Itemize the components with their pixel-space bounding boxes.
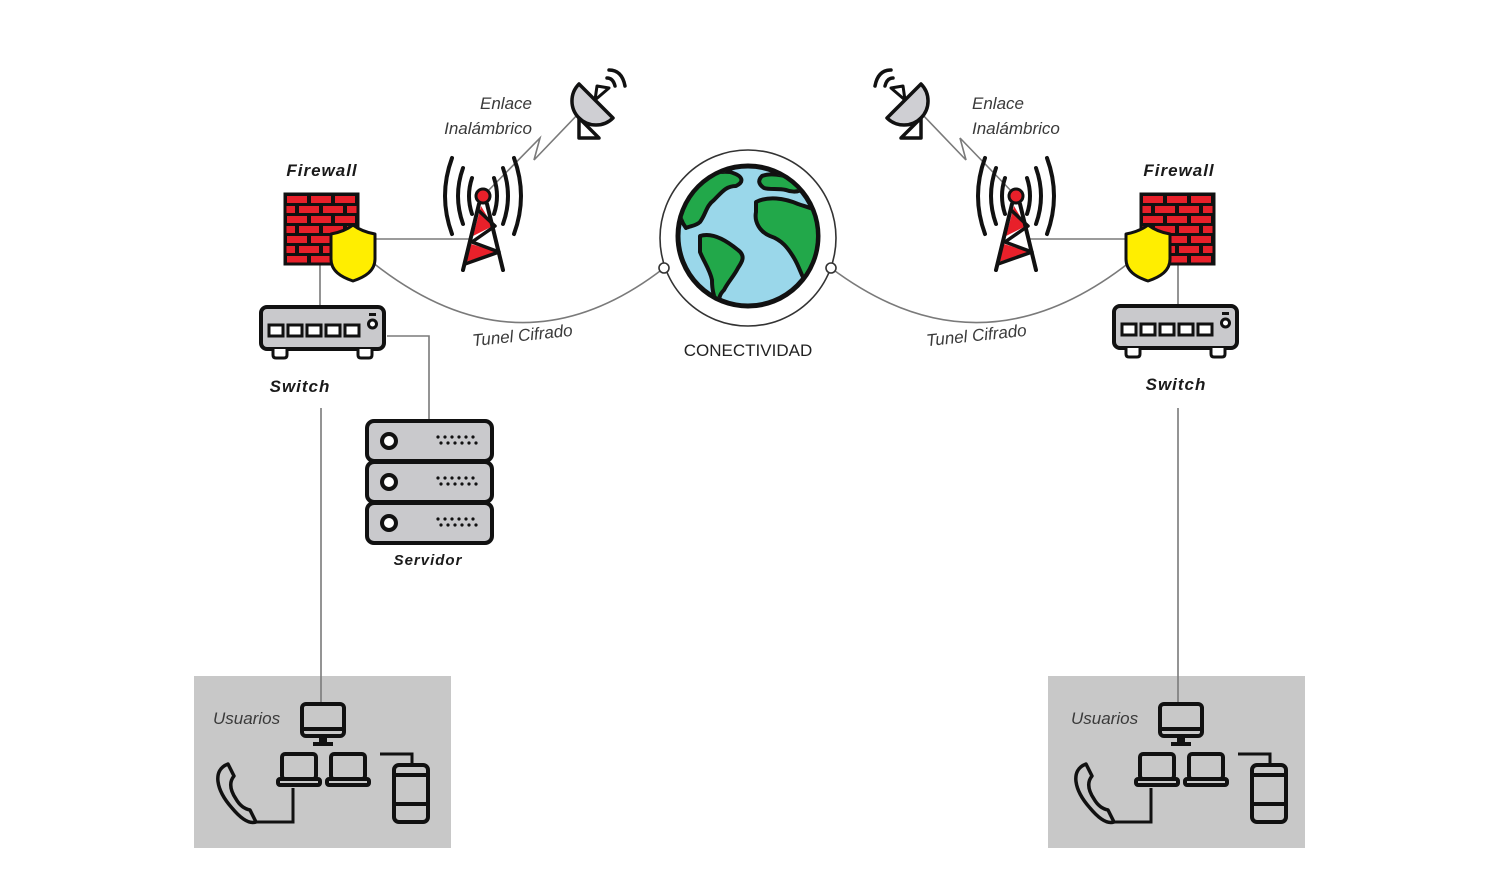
wireless-link-left xyxy=(482,111,581,197)
switch-label-left: Switch xyxy=(269,377,331,396)
switch-label-right: Switch xyxy=(1145,375,1207,394)
tunnel-arc-left xyxy=(371,261,665,324)
users-label-left: Usuarios xyxy=(213,709,281,728)
satellite-dish-icon-left xyxy=(570,68,627,140)
tunnel-arc-right xyxy=(830,261,1131,324)
wireless-label-line1: Enlace xyxy=(972,94,1024,113)
wireless-label-line2: Inalámbrico xyxy=(444,119,532,138)
wireless-label-right: Enlace Inalámbrico xyxy=(972,91,1060,141)
server-icon xyxy=(365,419,494,545)
radio-tower-icon-right xyxy=(976,156,1056,272)
firewall-label-left: Firewall xyxy=(286,161,358,180)
connections xyxy=(319,111,1179,704)
users-label-right: Usuarios xyxy=(1071,709,1139,728)
satellite-dish-icon-right xyxy=(873,68,930,140)
wireless-label-line1: Enlace xyxy=(480,94,532,113)
ring-node-right xyxy=(825,262,837,274)
connectivity-label: CONECTIVIDAD xyxy=(683,341,813,360)
shield-icon-right xyxy=(1124,223,1172,283)
switch-icon-right xyxy=(1112,304,1239,359)
wireless-link-right xyxy=(919,111,1017,197)
globe-icon xyxy=(658,149,837,327)
firewall-label-right: Firewall xyxy=(1143,161,1215,180)
shield-icon-left xyxy=(329,223,377,283)
ring-node-left xyxy=(658,262,670,274)
wireless-label-left: Enlace Inalámbrico xyxy=(444,91,532,141)
link-switch-server xyxy=(387,335,430,421)
switch-icon-left xyxy=(259,305,386,360)
wireless-label-line2: Inalámbrico xyxy=(972,119,1060,138)
server-label: Servidor xyxy=(393,552,463,569)
radio-tower-icon-left xyxy=(443,156,523,272)
